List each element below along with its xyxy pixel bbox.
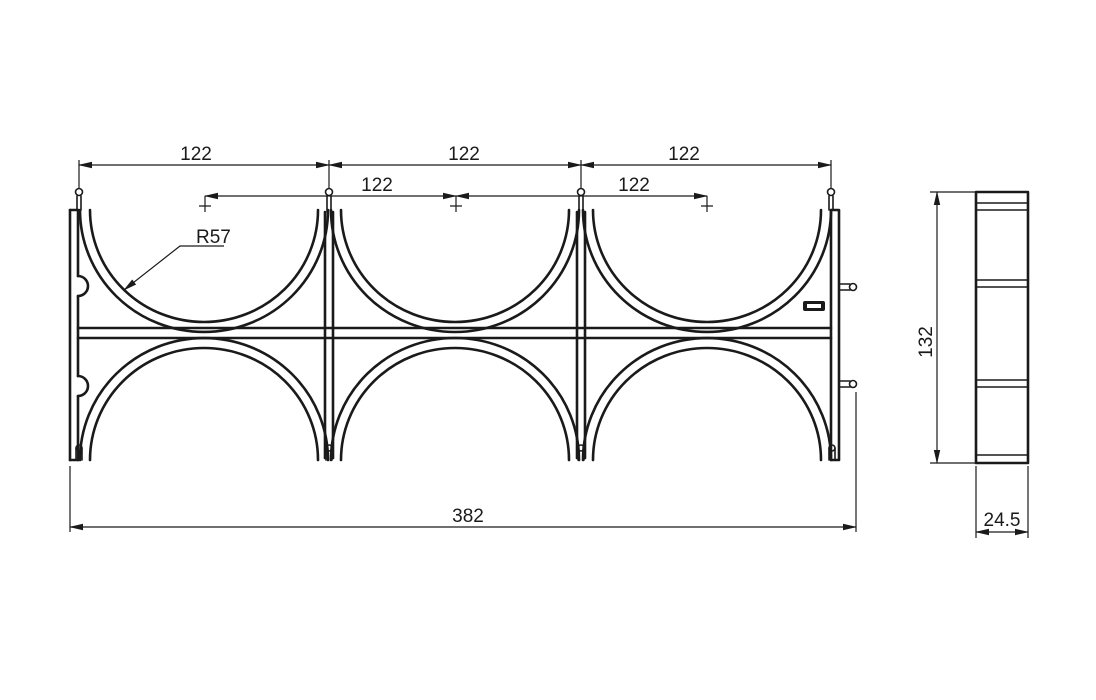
- inner-posts: [323, 210, 587, 460]
- dim-overall-length: 382: [452, 506, 484, 527]
- dim-top-2: 122: [448, 144, 480, 165]
- dim-top-1: 122: [180, 144, 212, 165]
- dim-radius: R57: [196, 227, 231, 248]
- right-end-post: [829, 208, 841, 462]
- front-view: [68, 187, 858, 462]
- lower-cradle-arcs: [78, 336, 833, 462]
- side-dimensions: 132 24.5: [916, 191, 1029, 538]
- bottom-slots: [75, 444, 836, 461]
- side-view: [974, 190, 1030, 465]
- dim-thickness: 24.5: [984, 510, 1021, 531]
- dim-center-1: 122: [361, 175, 393, 196]
- dim-height: 132: [916, 326, 937, 358]
- upper-cradle-arcs: [78, 208, 833, 334]
- brand-logo: [803, 301, 825, 311]
- dim-center-2: 122: [618, 175, 650, 196]
- side-lugs: [838, 282, 858, 389]
- dim-top-3: 122: [668, 144, 700, 165]
- front-dimensions: 122 122 122 122 122 R57 382: [69, 144, 857, 532]
- top-snap-pins: [74, 187, 836, 213]
